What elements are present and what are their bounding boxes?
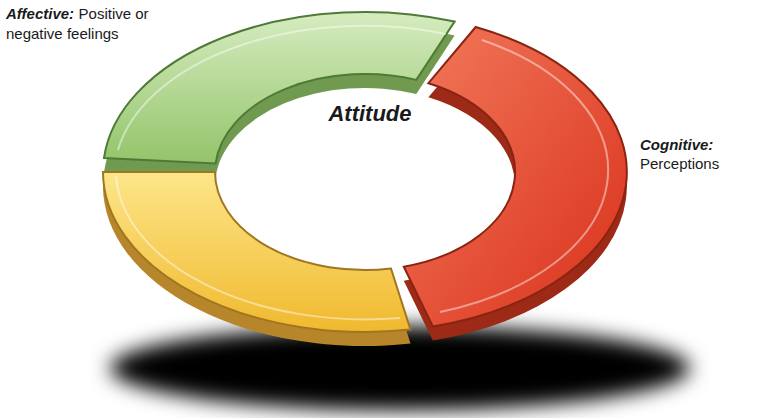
heading-label: Attitude xyxy=(328,101,411,126)
description-label: Perceptions xyxy=(640,155,766,174)
label-group: Affective: Positive or negative feelings xyxy=(6,4,158,44)
heading-label: Affective: xyxy=(6,5,74,22)
affective-segment xyxy=(104,12,455,164)
cognitive-segment xyxy=(404,27,627,327)
heading-label: Cognitive: xyxy=(640,136,766,155)
behavioral-segment xyxy=(103,172,411,332)
segment-highlights xyxy=(116,26,608,320)
label-group: Cognitive:Perceptions xyxy=(640,136,766,174)
label-group: Attitude xyxy=(280,100,460,128)
